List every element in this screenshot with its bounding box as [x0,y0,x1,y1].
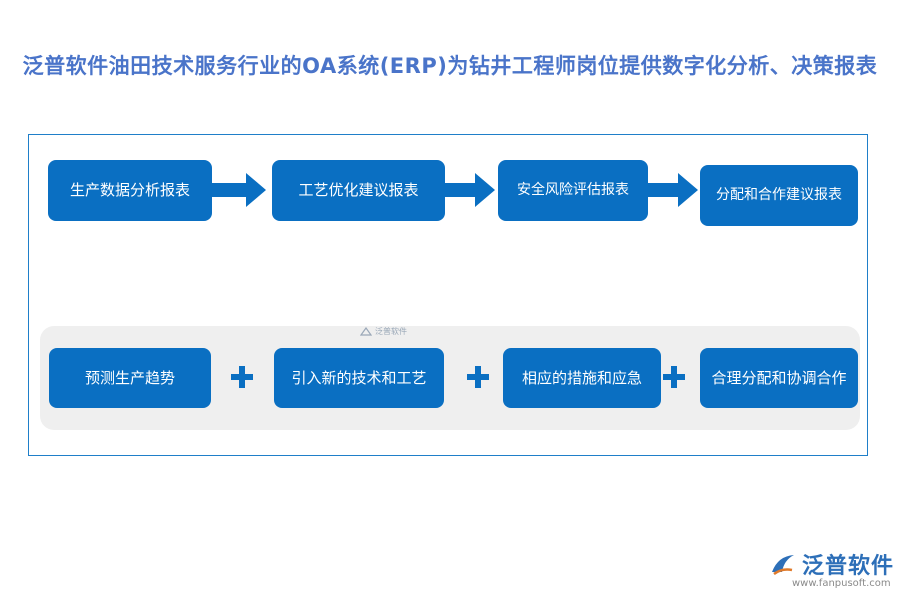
center-watermark-text: 泛普软件 [375,327,407,336]
outcome-box-measures-emergency: 相应的措施和应急 [503,348,661,408]
outcome-box-allocation-coordination: 合理分配和协调合作 [700,348,858,408]
brand-name: 泛普软件 [802,554,895,579]
brand-logo-icon [360,326,372,336]
plus-icon [663,366,685,388]
page-title: 泛普软件油田技术服务行业的OA系统(ERP)为钻井工程师岗位提供数字化分析、决策… [22,54,878,78]
right-arrow-icon [212,173,266,207]
right-arrow-icon [445,173,495,207]
report-box-production-data: 生产数据分析报表 [48,160,212,221]
report-box-safety-risk: 安全风险评估报表 [498,160,648,221]
brand-logo: 泛普软件 [770,548,894,580]
report-box-allocation-cooperation: 分配和合作建议报表 [700,165,858,226]
brand-url: www.fanpusoft.com [792,578,891,589]
report-box-process-optimization: 工艺优化建议报表 [272,160,445,221]
center-watermark: 泛普软件 [360,326,407,337]
diagram-frame [28,134,868,456]
outcome-box-predict-trend: 预测生产趋势 [49,348,211,408]
brand-logo-icon [772,555,794,576]
plus-icon [231,366,253,388]
outcome-box-new-technology: 引入新的技术和工艺 [274,348,444,408]
right-arrow-icon [648,173,698,207]
plus-icon [467,366,489,388]
